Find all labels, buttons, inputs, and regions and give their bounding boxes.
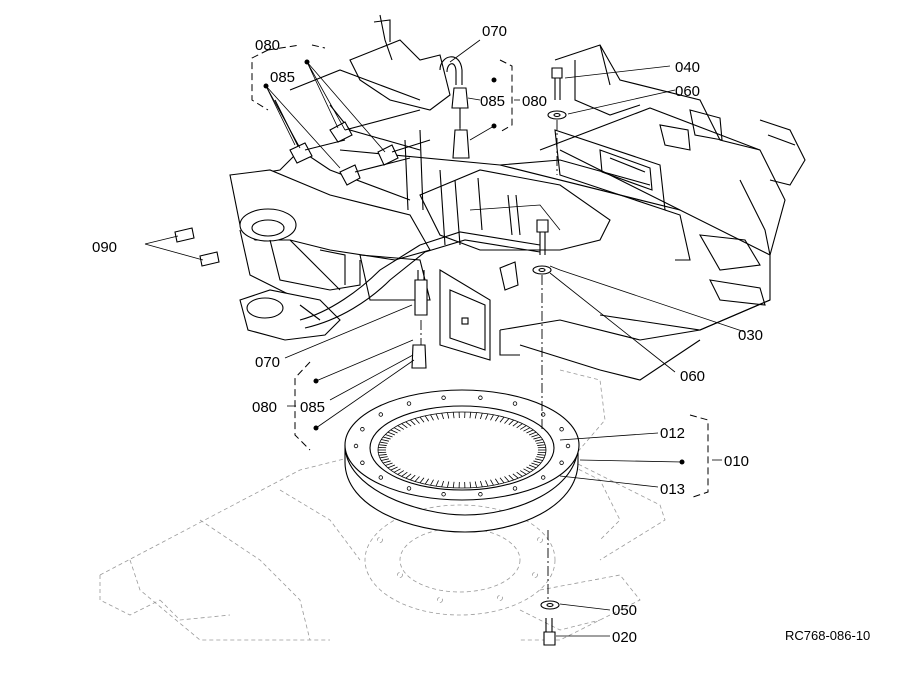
label-040: 040 [675, 59, 700, 76]
label-090: 090 [92, 239, 117, 256]
bolt-040 [548, 68, 566, 119]
part-labels: 080 085 070 085 080 040 060 090 030 070 … [92, 23, 870, 646]
label-085-right: 085 [480, 93, 505, 110]
label-060-bottom: 060 [680, 368, 705, 385]
main-frame [230, 15, 805, 380]
label-080-right: 080 [522, 93, 547, 110]
grease-nipples-090 [175, 228, 219, 266]
label-050: 050 [612, 602, 637, 619]
label-012: 012 [660, 425, 685, 442]
label-030: 030 [738, 327, 763, 344]
bolt-020-washer-050 [541, 601, 559, 645]
label-020: 020 [612, 629, 637, 646]
label-080-top: 080 [255, 37, 280, 54]
lower-fittings [412, 270, 427, 368]
label-013: 013 [660, 481, 685, 498]
label-070-top: 070 [482, 23, 507, 40]
label-010: 010 [724, 453, 749, 470]
label-085-bottom: 085 [300, 399, 325, 416]
swing-bearing [345, 390, 579, 532]
drawing-reference: RC768-086-10 [785, 628, 870, 643]
label-060-top: 060 [675, 83, 700, 100]
bolt-center [533, 220, 551, 274]
upper-left-fittings [290, 110, 430, 185]
label-070-bottom: 070 [255, 354, 280, 371]
label-080-bottom: 080 [252, 399, 277, 416]
label-085-top: 085 [270, 69, 295, 86]
